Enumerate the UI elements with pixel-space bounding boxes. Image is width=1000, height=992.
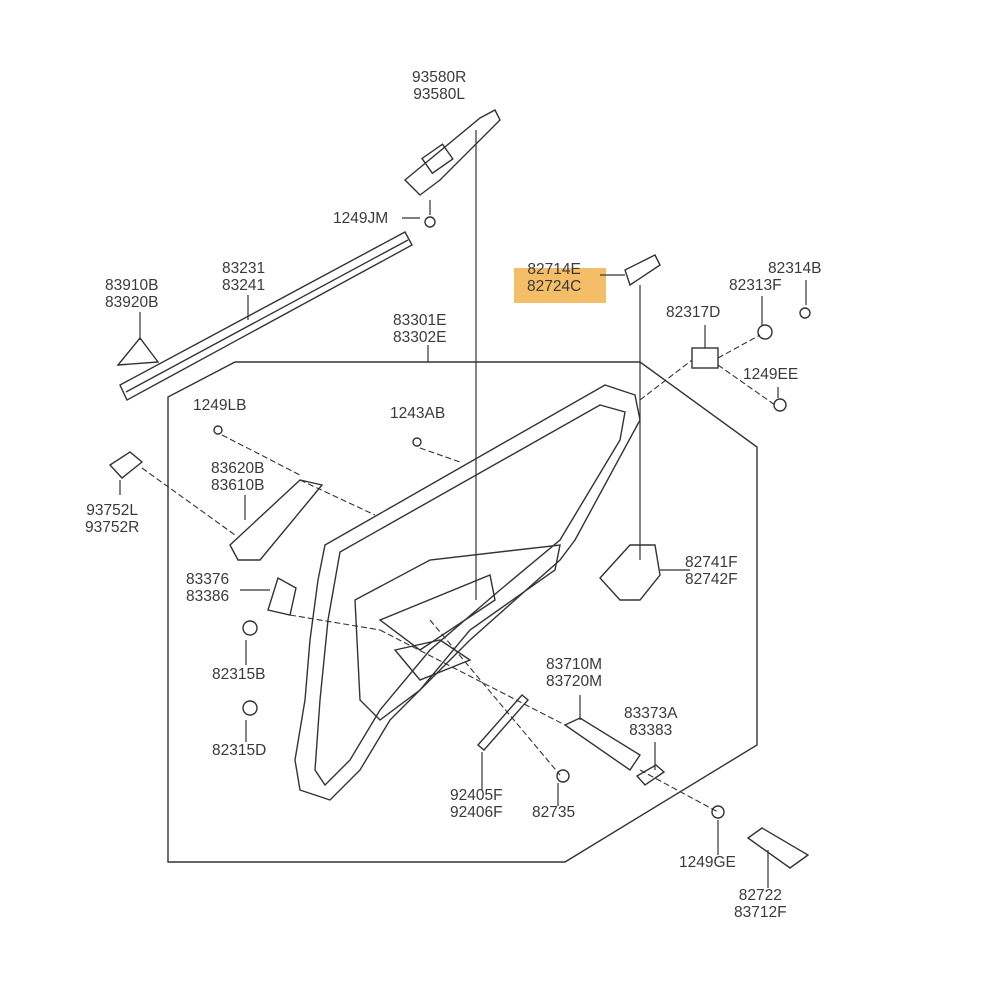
cover-shape [635, 764, 666, 786]
door-trim-panel-shape [294, 384, 641, 801]
pull-handle-shape [229, 479, 324, 561]
assembly-frame [167, 361, 758, 863]
callout-1243AB: 1243AB [390, 405, 446, 422]
callout-82315B: 82315B [212, 666, 266, 683]
reflector-shape [476, 694, 530, 751]
callout-1249LB: 1249LB [193, 397, 247, 414]
bracket-shape [267, 576, 297, 616]
lamp-shape [108, 451, 144, 479]
armrest-shape [563, 717, 641, 771]
callout-1249GE: 1249GE [679, 854, 736, 871]
callout-1249JM: 1249JM [333, 210, 389, 227]
callout-1249EE: 1249EE [743, 366, 799, 383]
highlight-box [514, 268, 606, 303]
inside-handle-shape [599, 544, 661, 601]
bezel-shape [403, 109, 501, 196]
delta-cover-shape [116, 336, 160, 366]
callout-82314B: 82314B [768, 260, 822, 277]
callout-82313F: 82313F [729, 277, 782, 294]
pad-82714e-shape [624, 254, 661, 287]
callout-82317D: 82317D [666, 304, 721, 321]
callout-82315D: 82315D [212, 742, 267, 759]
pad-82722-shape [746, 827, 810, 869]
callout-82735: 82735 [532, 804, 576, 821]
weatherstrip-shape [119, 231, 413, 401]
